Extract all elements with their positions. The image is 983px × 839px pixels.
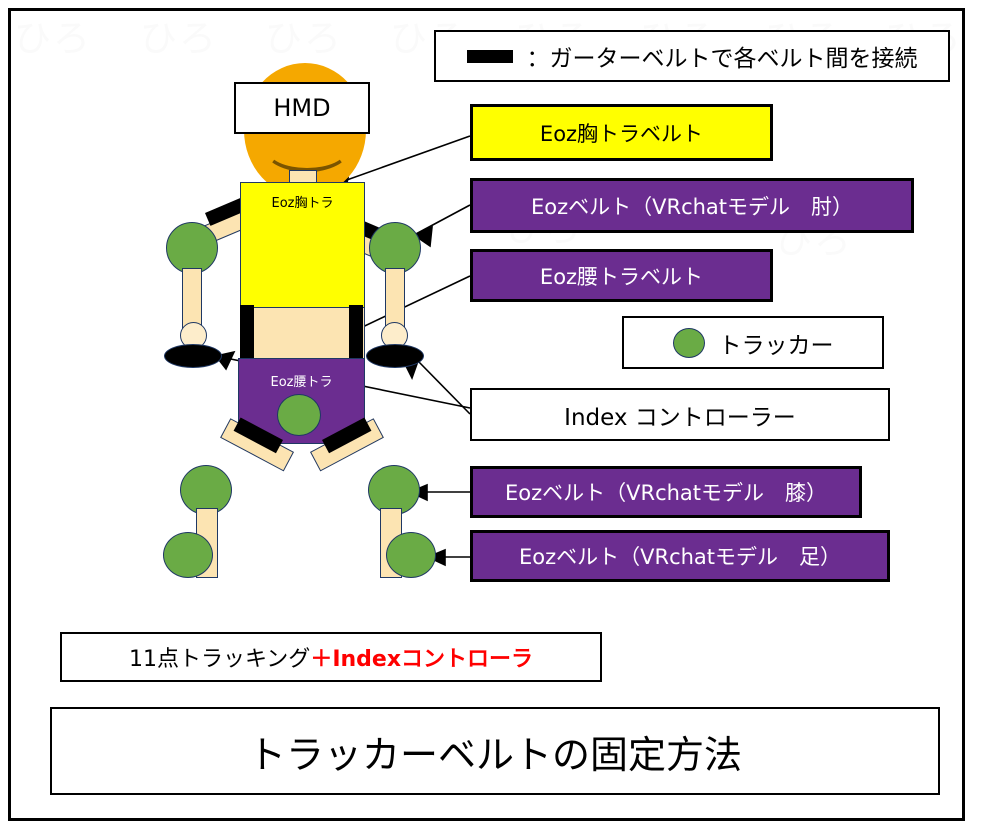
waist-belt-callout: Eoz腰トラベルト bbox=[470, 249, 773, 302]
elbow-belt-callout: Eozベルト（VRchatモデル 肘） bbox=[470, 178, 914, 233]
right-index-controller bbox=[366, 344, 424, 368]
elbow-belt-callout-label: Eozベルト（VRchatモデル 肘） bbox=[530, 194, 854, 219]
slide-title-box: トラッカーベルトの固定方法 bbox=[50, 707, 940, 795]
watermark-text: ひろ bbox=[140, 17, 218, 60]
legend-garter-label: ：ガーターベルトで各ベルト間を接続 bbox=[526, 46, 918, 72]
right-foot-tracker bbox=[386, 532, 436, 578]
left-torso-garter bbox=[240, 305, 254, 361]
legend-garter-box: ：ガーターベルトで各ベルト間を接続 bbox=[434, 30, 950, 82]
left-index-controller bbox=[164, 344, 222, 368]
slide-title: トラッカーベルトの固定方法 bbox=[247, 732, 742, 777]
watermark-text: ひろ bbox=[14, 17, 92, 60]
chest-belt-tag: Eoz胸トラ bbox=[271, 196, 334, 211]
legend-tracker-box: トラッカー bbox=[622, 316, 884, 369]
right-elbow-tracker bbox=[369, 222, 421, 274]
foot-belt-callout: Eozベルト（VRchatモデル 足） bbox=[470, 530, 890, 582]
left-forearm bbox=[182, 268, 202, 330]
legend-tracker-label: トラッカー bbox=[718, 332, 834, 359]
tracking-summary-plain: 11点トラッキング bbox=[128, 647, 311, 672]
index-controller-callout: Index コントローラー bbox=[470, 388, 890, 441]
black-bar-icon bbox=[466, 49, 513, 63]
hmd-label: HMD bbox=[273, 94, 331, 122]
waist-belt-callout-label: Eoz腰トラベルト bbox=[539, 264, 704, 289]
left-knee-tracker bbox=[180, 465, 232, 515]
waist-belt-tag: Eoz腰トラ bbox=[270, 375, 333, 390]
waist-tracker bbox=[277, 394, 321, 436]
right-forearm bbox=[385, 268, 405, 330]
abdomen-shape bbox=[240, 307, 365, 361]
chest-belt-callout-label: Eoz胸トラベルト bbox=[539, 121, 704, 146]
green-circle-icon bbox=[672, 327, 705, 358]
tracking-summary-box: 11点トラッキング＋Indexコントローラ bbox=[60, 632, 602, 682]
left-foot-tracker bbox=[163, 532, 213, 578]
hmd-callout: HMD bbox=[234, 82, 370, 134]
left-elbow-tracker bbox=[166, 222, 218, 274]
index-controller-callout-label: Index コントローラー bbox=[564, 404, 796, 431]
tracking-summary-accent: ＋Indexコントローラ bbox=[310, 647, 534, 672]
right-torso-garter bbox=[349, 305, 363, 361]
chest-belt-area: Eoz胸トラ bbox=[240, 182, 365, 309]
chest-belt-callout: Eoz胸トラベルト bbox=[470, 104, 773, 161]
watermark-text: ひろ bbox=[265, 17, 343, 60]
knee-belt-callout-label: Eozベルト（VRchatモデル 膝） bbox=[504, 481, 828, 505]
smile-icon bbox=[265, 128, 349, 172]
knee-belt-callout: Eozベルト（VRchatモデル 膝） bbox=[470, 466, 862, 518]
foot-belt-callout-label: Eozベルト（VRchatモデル 足） bbox=[518, 545, 842, 569]
